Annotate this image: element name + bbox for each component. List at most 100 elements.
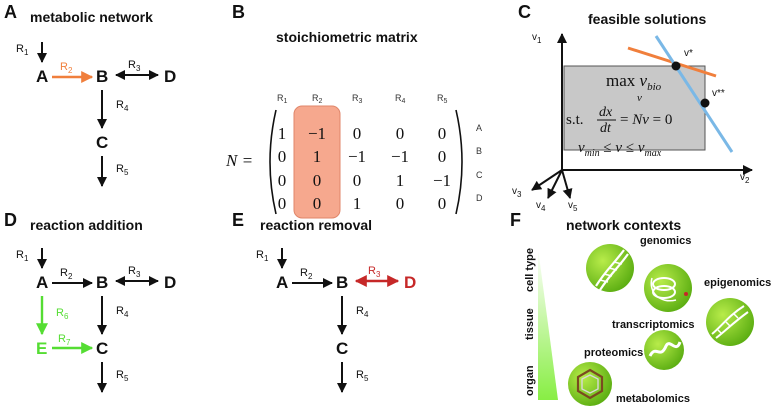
- matrix-cell: 0: [396, 194, 405, 213]
- omics-transcriptomics: transcriptomics: [612, 319, 695, 331]
- axis-v4-label: v4: [536, 200, 546, 213]
- label-r2: R2: [300, 267, 313, 281]
- node-c: C: [96, 339, 108, 358]
- label-r5: R5: [116, 163, 129, 177]
- label-r7: R7: [58, 333, 71, 347]
- row-header-c: C: [476, 170, 483, 180]
- column-header-r5: R5: [437, 93, 448, 105]
- row-header-d: D: [476, 193, 483, 203]
- column-header-r2: R2: [312, 93, 323, 105]
- matrix-cell: 1: [396, 171, 405, 190]
- axis-v5-label: v5: [568, 200, 578, 213]
- panel-c-letter: C: [518, 2, 531, 22]
- label-r3: R3: [128, 265, 141, 279]
- node-d: D: [164, 67, 176, 86]
- axis-v1-label: v1: [532, 32, 542, 45]
- objective-sub: v: [637, 92, 642, 104]
- label-r5: R5: [116, 369, 129, 383]
- axis-v4: [547, 169, 563, 199]
- label-r4: R4: [356, 305, 369, 319]
- panel-c: C feasible solutions v1 v2 v3 v4 v5 v* v…: [512, 2, 753, 213]
- node-c: C: [96, 133, 108, 152]
- panel-a-title: metabolic network: [30, 9, 153, 25]
- matrix-cell: −1: [433, 171, 451, 190]
- highlight-r2-column: [293, 105, 341, 219]
- label-r3: R3: [128, 59, 141, 73]
- node-d: D: [404, 273, 416, 292]
- solution-label-2: v**: [712, 88, 725, 99]
- matrix-cell: 0: [438, 147, 447, 166]
- node-b: B: [96, 273, 108, 292]
- omics-metabolomics: metabolomics: [616, 393, 690, 405]
- node-e: E: [36, 339, 47, 358]
- proteomics-icon: [644, 330, 684, 370]
- node-b: B: [96, 67, 108, 86]
- matrix-cell: 1: [313, 147, 322, 166]
- matrix-cell: 0: [278, 194, 287, 213]
- node-d: D: [164, 273, 176, 292]
- matrix-cell: −1: [391, 147, 409, 166]
- omics-epigenomics: epigenomics: [704, 277, 771, 289]
- matrix-cell: 0: [353, 124, 362, 143]
- label-r5: R5: [356, 369, 369, 383]
- panel-f-title: network contexts: [566, 217, 681, 233]
- matrix-row-headers: A B C D: [476, 123, 483, 203]
- matrix-cell: 0: [278, 171, 287, 190]
- metabolomics-icon: [568, 362, 612, 406]
- solution-point-1: [671, 61, 681, 71]
- axis-v3: [531, 169, 563, 191]
- panel-d-letter: D: [4, 210, 17, 230]
- matrix-cell: −1: [308, 124, 326, 143]
- node-c: C: [336, 339, 348, 358]
- solution-label-1: v*: [684, 48, 693, 59]
- column-header-r4: R4: [395, 93, 406, 105]
- level-organ: organ: [524, 365, 536, 396]
- matrix-cell: 0: [438, 194, 447, 213]
- constraint-line: [654, 35, 734, 153]
- matrix-right-paren: [455, 109, 463, 215]
- row-header-b: B: [476, 146, 482, 156]
- panel-b-title: stoichiometric matrix: [276, 29, 418, 45]
- feasible-region: [563, 65, 706, 151]
- panel-a: A metabolic network A B C D R1 R2 R3 R4 …: [4, 2, 176, 187]
- constraint-1-num: dx: [599, 105, 613, 120]
- matrix-left-paren: [269, 109, 277, 215]
- panel-f-letter: F: [510, 210, 521, 230]
- constraint-1: s.t.: [566, 112, 584, 128]
- label-r6: R6: [56, 307, 69, 321]
- context-wedge: [538, 248, 558, 400]
- panel-e: E reaction removal A B C D R1 R2 R3 R4 R…: [232, 210, 416, 393]
- panel-d-title: reaction addition: [30, 217, 143, 233]
- panel-a-letter: A: [4, 2, 17, 22]
- column-header-r1: R1: [277, 93, 288, 105]
- matrix-cell: 0: [313, 194, 322, 213]
- constraint-1-rest: = Nv = 0: [620, 112, 672, 128]
- omics-proteomics: proteomics: [584, 347, 643, 359]
- matrix-cell: 0: [353, 171, 362, 190]
- column-header-r3: R3: [352, 93, 363, 105]
- constraint-2: vmin ≤ v ≤ vmax: [578, 140, 662, 159]
- epigenomics-icon: [644, 264, 692, 312]
- matrix-cell: −1: [348, 147, 366, 166]
- matrix-cell: 0: [438, 124, 447, 143]
- matrix-cell: 0: [313, 171, 322, 190]
- label-r1: R1: [256, 249, 269, 263]
- label-r2: R2: [60, 267, 73, 281]
- transcriptomics-icon: [706, 298, 754, 346]
- panel-e-letter: E: [232, 210, 244, 230]
- panel-e-title: reaction removal: [260, 217, 372, 233]
- panel-d: D reaction addition A B C D E R1 R2 R3 R…: [4, 210, 176, 393]
- matrix-cell: 0: [396, 124, 405, 143]
- row-header-a: A: [476, 123, 482, 133]
- label-r4: R4: [116, 99, 129, 113]
- omics-genomics: genomics: [640, 235, 691, 247]
- genomics-icon: [586, 244, 634, 292]
- label-r3: R3: [368, 265, 381, 279]
- level-cell-type: cell type: [524, 248, 536, 292]
- axis-v2-label: v2: [740, 172, 750, 185]
- axis-v3-label: v3: [512, 186, 522, 199]
- label-r1: R1: [16, 43, 29, 57]
- node-a: A: [276, 273, 288, 292]
